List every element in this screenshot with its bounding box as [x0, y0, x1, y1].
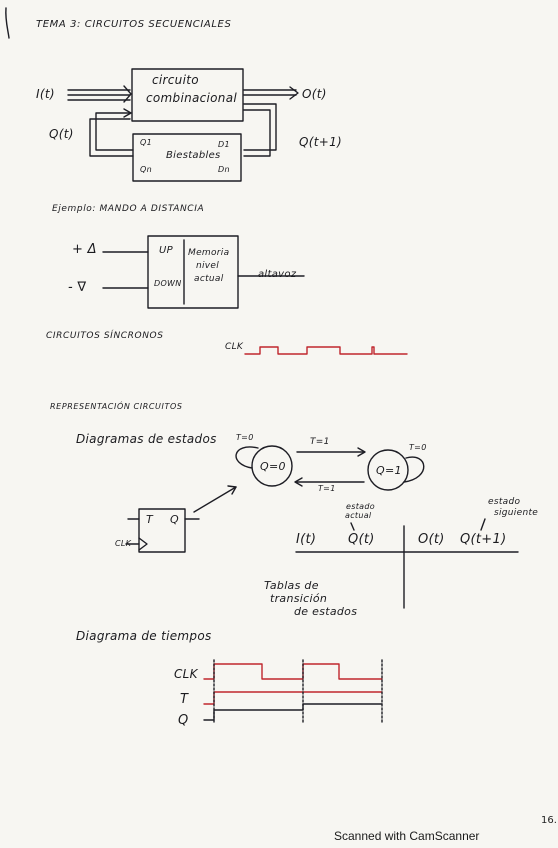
table-col-input: I(t): [296, 532, 317, 547]
table-caption-3: de estados: [294, 605, 358, 618]
flipflop-pins: [125, 518, 200, 545]
transition-1-to-0-head: [294, 477, 303, 487]
memory-text-1: Memoria: [188, 248, 230, 258]
state-0-label: Q=0: [260, 460, 286, 473]
next-state-note-2: siguiente: [494, 508, 539, 518]
example-heading: Ejemplo: MANDO A DISTANCIA: [52, 204, 205, 214]
plus-button-label: + Δ: [72, 242, 97, 257]
memory-label: Biestables: [166, 150, 221, 161]
margin-mark: [5, 7, 10, 39]
sync-clk-label: CLK: [225, 342, 244, 352]
output-label: O(t): [302, 87, 327, 101]
state-label: Q(t): [49, 127, 74, 141]
state-1-loop: [403, 456, 425, 483]
output-arrow-head: [289, 86, 299, 100]
t1-bottom-label: T=1: [318, 484, 336, 493]
state-1-circle: [367, 449, 409, 491]
flipflop-q-label: Q: [170, 513, 179, 526]
qn-label: Qn: [140, 165, 152, 174]
combinational-block: [131, 68, 244, 122]
input-arrow-head: [123, 85, 132, 103]
timing-q-wave: [203, 703, 383, 721]
feedback-left: [89, 112, 134, 157]
output-bus: [243, 89, 297, 96]
sync-heading: CIRCUITOS SÍNCRONOS: [46, 331, 164, 341]
t0-right-label: T=0: [409, 443, 427, 452]
d1-label: D1: [218, 140, 230, 149]
flipflop-pointer: [193, 486, 237, 513]
state-0-circle: [251, 445, 293, 487]
remote-inputs: [102, 251, 149, 289]
state-0-loop: [235, 446, 259, 469]
representation-heading: REPRESENTACIÓN CIRCUITOS: [50, 402, 183, 411]
table-caption-1: Tablas de: [264, 579, 319, 592]
speaker-label: altavoz: [258, 269, 297, 280]
memory-text-3: actual: [194, 274, 224, 284]
label-pointers: [350, 518, 486, 531]
input-bus: [67, 89, 131, 101]
remote-control-block: [147, 235, 239, 309]
sync-clock-wave: [244, 346, 408, 355]
table-caption-2: transición: [270, 592, 328, 605]
table-col-next: Q(t+1): [460, 532, 507, 547]
next-state-note-1: estado: [488, 497, 521, 507]
t-flipflop-block: [138, 508, 186, 553]
page-number: 16.: [541, 815, 557, 826]
feedback-arrow-head: [123, 108, 132, 118]
state-diagram-label: Diagramas de estados: [76, 432, 217, 446]
timing-guides: [213, 659, 383, 723]
q1-label: Q1: [140, 138, 152, 147]
transition-0-to-1-head: [357, 447, 366, 457]
scanner-watermark: Scanned with CamScanner: [334, 829, 480, 843]
combinational-label-2: combinacional: [146, 91, 238, 105]
memory-text-2: nivel: [196, 261, 220, 271]
table-col-state: Q(t): [348, 532, 375, 547]
up-label: UP: [159, 245, 173, 256]
page-title: TEMA 3: CIRCUITOS SECUENCIALES: [36, 19, 232, 30]
t0-left-label: T=0: [236, 433, 254, 442]
state-1-label: Q=1: [376, 464, 402, 477]
flipflop-t-label: T: [146, 513, 154, 526]
feedback-right: [243, 103, 277, 157]
timing-t-wave: [203, 691, 383, 705]
table-col-output: O(t): [418, 532, 445, 547]
memory-block: [132, 133, 242, 182]
timing-q-label: Q: [178, 713, 189, 728]
input-label: I(t): [36, 87, 55, 101]
timing-clk-wave: [203, 663, 383, 680]
t1-top-label: T=1: [310, 437, 330, 447]
current-state-note-2: actual: [345, 511, 372, 520]
timing-t-label: T: [180, 692, 189, 707]
down-label: DOWN: [154, 279, 182, 288]
flipflop-pointer-head: [227, 485, 237, 495]
timing-clk-label: CLK: [174, 667, 198, 681]
timing-heading: Diagrama de tiempos: [76, 629, 212, 643]
combinational-label-1: circuito: [152, 73, 199, 87]
next-state-label: Q(t+1): [299, 135, 343, 149]
current-state-note-1: estado: [346, 502, 375, 511]
flipflop-clk-label: CLK: [115, 539, 132, 548]
minus-button-label: - ∇: [68, 280, 87, 295]
clock-triangle: [138, 537, 148, 551]
dn-label: Dn: [218, 165, 230, 174]
